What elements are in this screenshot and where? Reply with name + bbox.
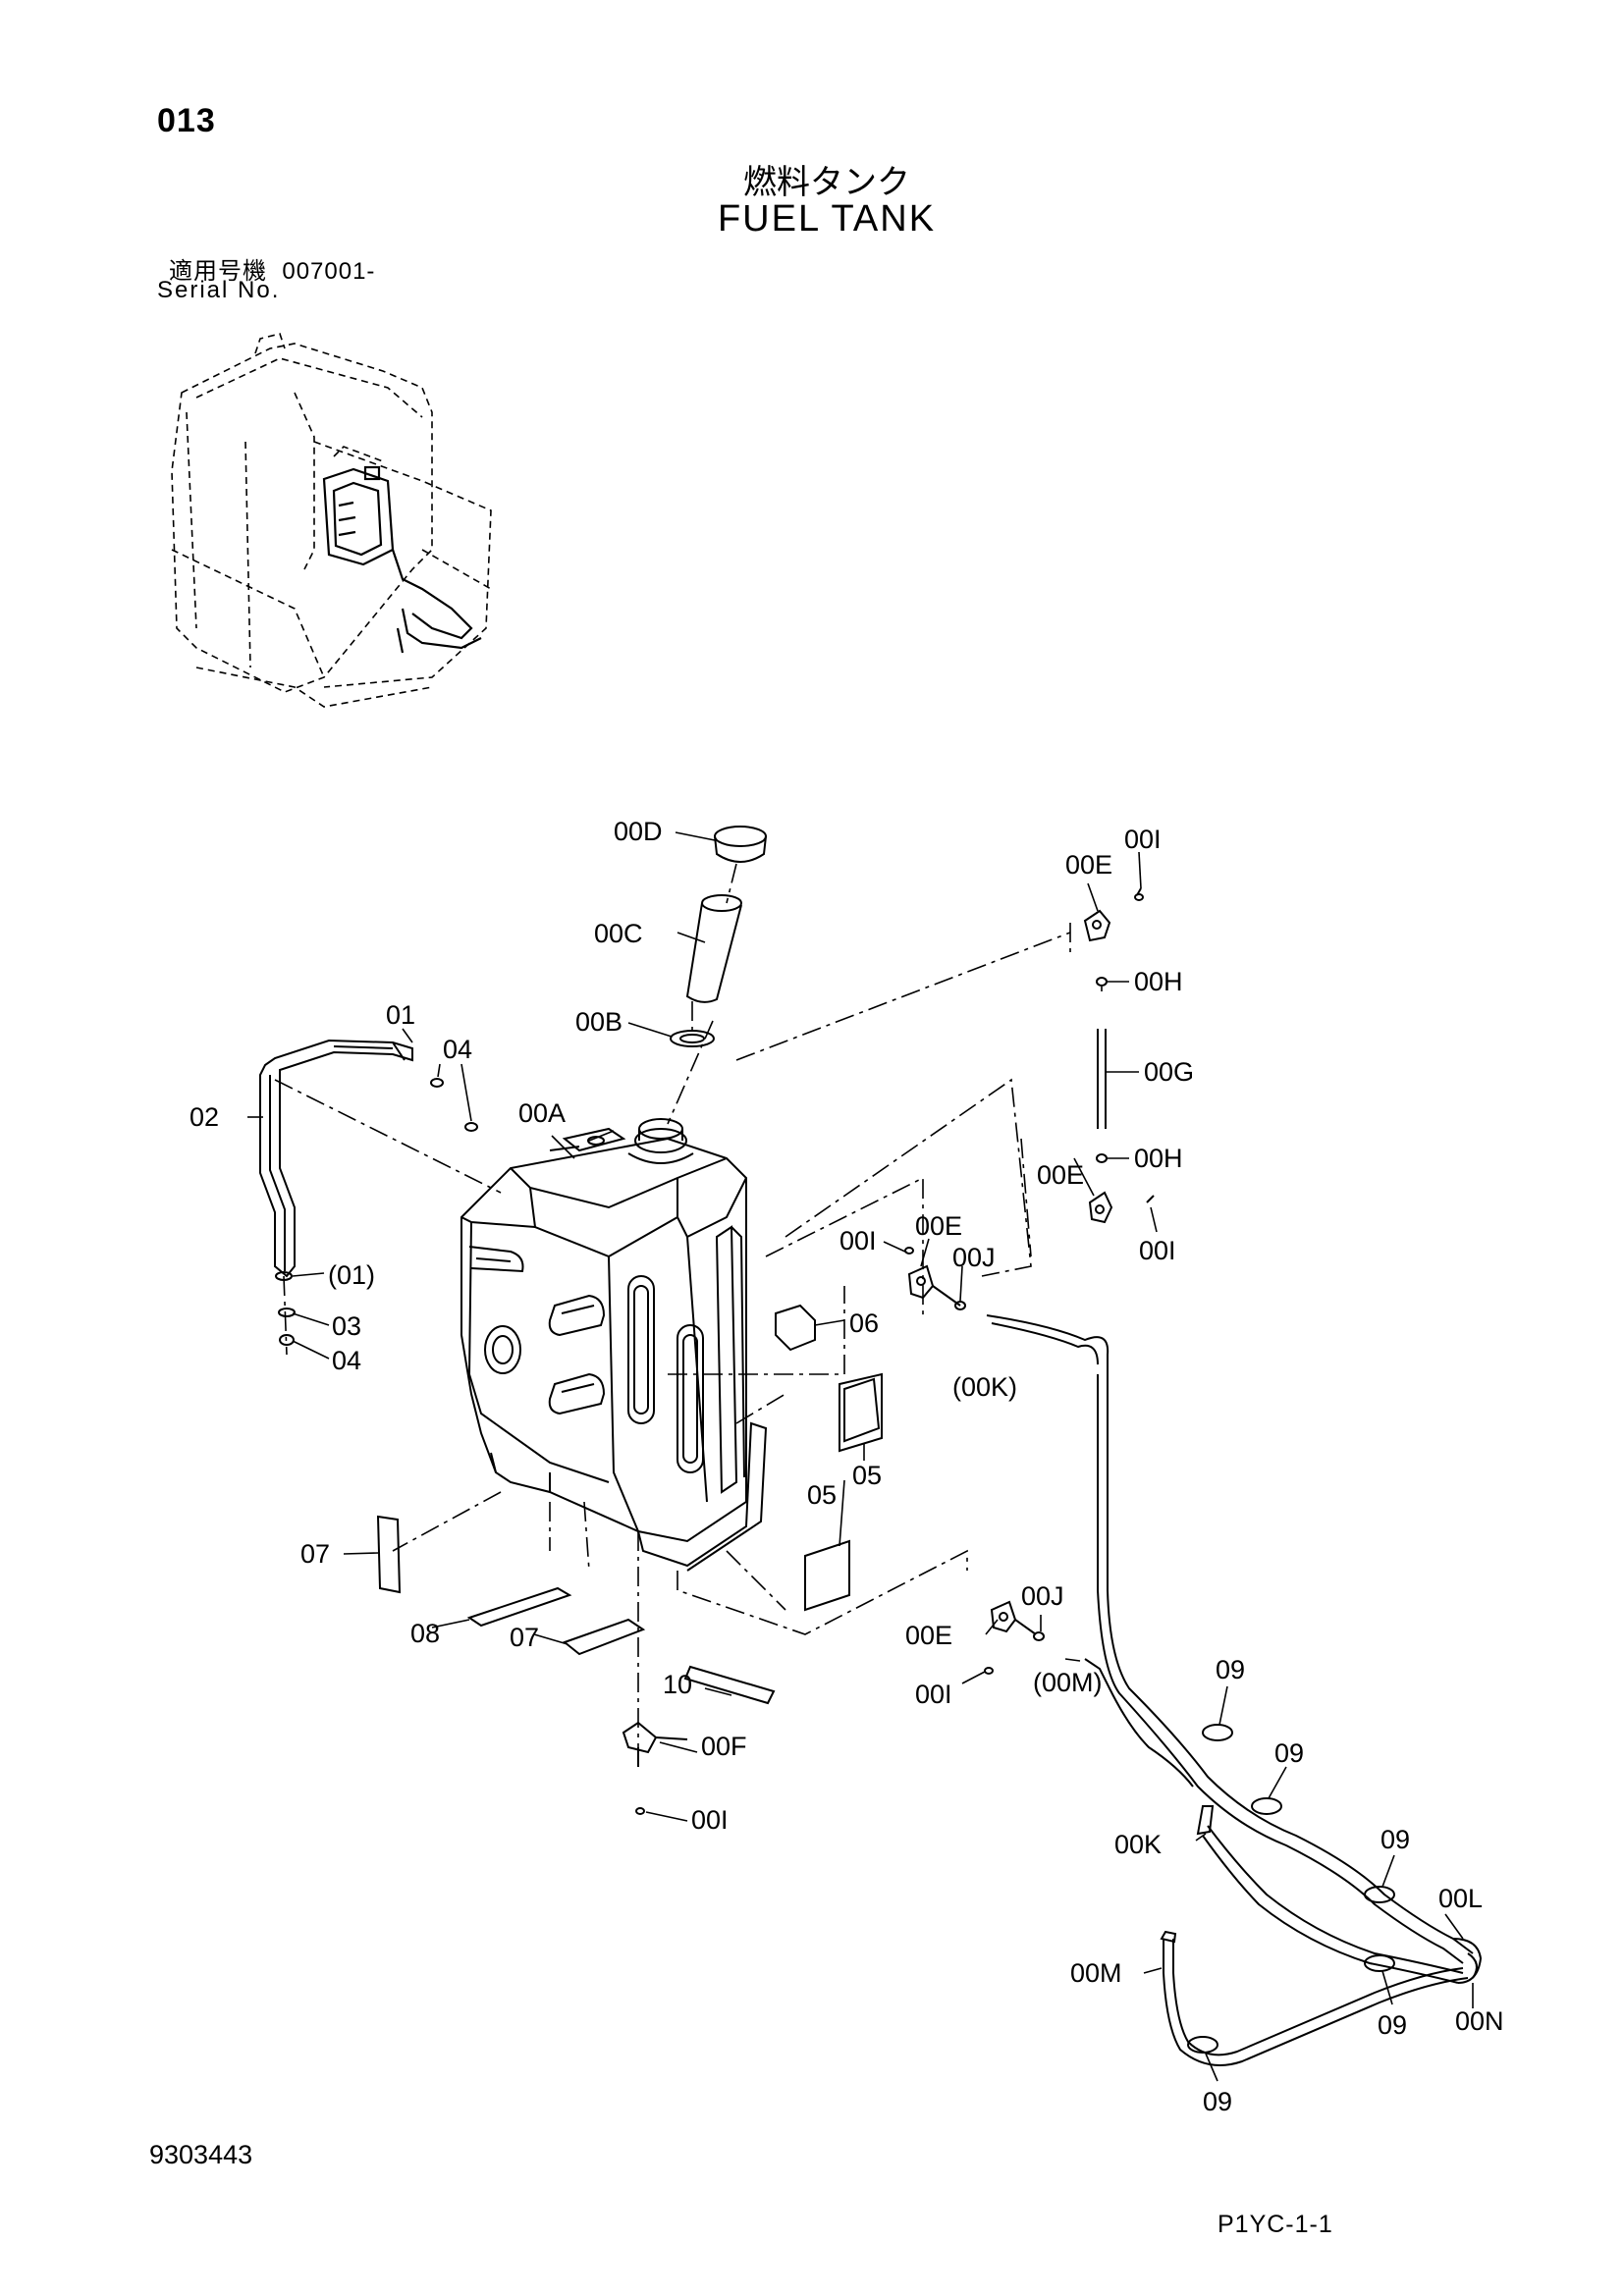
label-09-e: 09 [1203,2087,1232,2116]
label-00H-bottom: 00H [1134,1144,1183,1173]
label-04-bottom: 04 [332,1346,361,1375]
label-04-top: 04 [443,1035,472,1064]
label-00B: 00B [575,1007,623,1037]
label-05-lower: 05 [807,1480,837,1510]
assembly-centerlines [274,863,1103,1767]
title-english: FUEL TANK [717,198,937,240]
label-10: 10 [663,1670,692,1699]
label-00E-lower: 00E [905,1621,952,1650]
label-00D: 00D [614,817,663,846]
label-00K-paren: (00K) [952,1372,1017,1402]
machine-overview-tank [322,465,482,654]
label-06: 06 [849,1308,879,1338]
label-00E-right: 00E [1037,1160,1084,1190]
title-japanese: 燃料タンク [743,164,910,201]
label-00K: 00K [1114,1830,1162,1859]
part-00D-cap [714,826,767,863]
label-09-a: 09 [1216,1655,1245,1684]
label-00I-mid: 00I [839,1226,877,1255]
label-02: 02 [189,1102,219,1132]
part-03-04-washers [278,1078,478,1346]
serial-label-english: Serial No. [157,277,281,303]
machine-overview-sketch [171,333,492,708]
label-00A: 00A [518,1098,566,1128]
label-09-b: 09 [1274,1738,1304,1768]
label-03: 03 [332,1311,361,1341]
label-01-paren: (01) [328,1260,375,1290]
label-09-c: 09 [1380,1825,1410,1854]
page-reference: P1YC-1-1 [1218,2211,1333,2238]
leader-lines [247,831,1474,2082]
part-06-pad [775,1304,816,1352]
serial-value: 007001- [282,258,376,285]
part-08-strip [466,1586,572,1628]
label-01: 01 [386,1000,415,1030]
part-00H-clamp-top [1096,977,1108,987]
document-number: 9303443 [149,2140,253,2169]
part-02-band [259,1039,413,1281]
page-number: 013 [157,102,216,139]
label-00J-lower: 00J [1021,1581,1064,1611]
label-00I-right: 00I [1139,1236,1176,1265]
part-07-strip [562,1618,646,1656]
hose-00K [986,1314,1474,1984]
part-00E-fitting-right [1088,1191,1155,1224]
part-00F-drain-cock [622,1721,688,1815]
hose-00M [1084,1658,1469,2066]
part-00C-strainer [685,894,742,1003]
label-07-strip: 07 [510,1623,539,1652]
label-00G: 00G [1144,1057,1194,1087]
label-00E-mid: 00E [915,1211,962,1241]
label-00J-mid: 00J [952,1243,996,1272]
part-07-pad-vertical [376,1515,402,1594]
part-00E-fitting-lower [984,1600,1045,1675]
part-05-pad-lower [804,1539,850,1612]
label-00N: 00N [1455,2006,1504,2036]
label-00C: 00C [594,919,643,948]
serial-label-jp-text: 適用号機 [169,258,267,285]
label-05-upper: 05 [852,1461,882,1490]
label-09-d: 09 [1378,2010,1407,2040]
serial-label-japanese: 適用号機 007001- [169,251,375,286]
label-00M: 00M [1070,1958,1122,1988]
label-08: 08 [410,1619,440,1648]
part-00L-00N-connector [1452,1938,1483,1984]
label-00M-paren: (00M) [1033,1668,1103,1697]
part-00E-fitting-top [1083,887,1144,942]
label-00L: 00L [1438,1884,1483,1913]
part-00H-clamp-bottom [1096,1153,1108,1163]
label-00I-bottom: 00I [691,1805,729,1835]
part-09-clamps [1187,1724,1395,2054]
label-07-left: 07 [300,1539,330,1569]
label-00E-top: 00E [1065,850,1112,880]
fuel-tank-body [460,1118,768,1572]
label-00H-top: 00H [1134,967,1183,996]
label-00I-lower: 00I [915,1680,952,1709]
part-00G-rod [1097,1029,1107,1129]
part-00E-fitting-mid [904,1247,966,1310]
label-00I-top: 00I [1124,825,1162,854]
part-10-strip [683,1665,776,1705]
part-labels: 00D 00C 00B 00A 01 04 02 (01) 03 04 00E … [189,817,1504,2116]
part-05-pad-upper [839,1372,883,1453]
label-00F: 00F [701,1732,747,1761]
